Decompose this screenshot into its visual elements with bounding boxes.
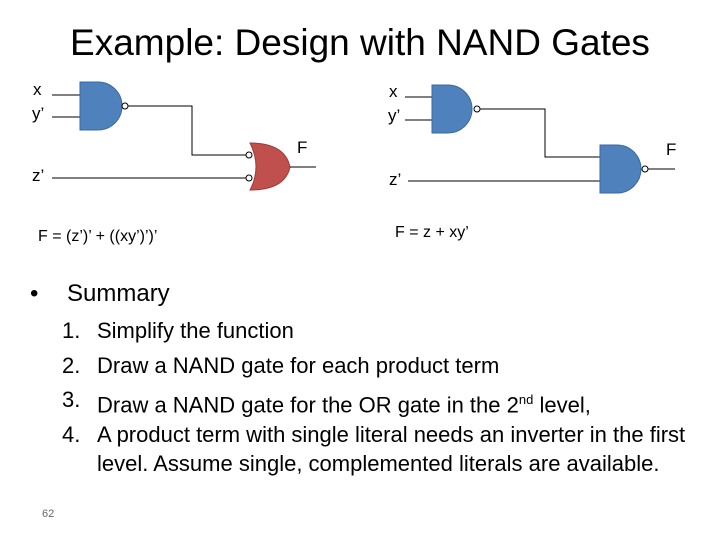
item-number: 4. (62, 422, 81, 447)
nand-gate-left (79, 81, 123, 131)
nand-gate-first-level (431, 84, 473, 134)
input-label-z: z’ (389, 170, 402, 189)
or-gate-inverted-inputs (249, 142, 291, 191)
equation-right: F = z + xy’ (395, 224, 469, 241)
input-label-y: y’ (388, 106, 401, 125)
wire-nand-to-nand (480, 108, 600, 158)
equation-left: F = (z’)’ + ((xy’)’)’ (38, 228, 158, 245)
summary-heading: Summary (67, 280, 170, 307)
item-text: Draw a NAND gate for the OR gate in the … (97, 385, 697, 419)
inversion-bubble (245, 174, 253, 182)
wire-nand-to-or (128, 105, 246, 156)
inversion-bubble (121, 102, 129, 110)
item-text: Simplify the function (97, 318, 294, 343)
page-number: 62 (42, 508, 55, 520)
input-label-x: x (33, 80, 42, 99)
superscript: nd (518, 392, 534, 407)
input-label-x: x (389, 82, 398, 101)
input-label-y: y’ (32, 104, 45, 123)
input-label-z: z’ (32, 166, 45, 185)
right-circuit (405, 84, 675, 194)
bullet: • (30, 280, 39, 307)
item-text: A product term with single literal needs… (97, 422, 686, 476)
item-text: Draw a NAND gate for each product term (97, 353, 500, 378)
item-number: 2. (62, 353, 81, 378)
output-label-f: F (666, 140, 677, 159)
slide-title: Example: Design with NAND Gates (70, 22, 650, 63)
item-text-part: Draw a NAND gate for the OR gate in the … (97, 392, 519, 418)
item-number: 1. (62, 318, 81, 343)
inversion-bubble (473, 105, 481, 113)
left-circuit (52, 81, 316, 191)
nand-gate-second-level (599, 144, 642, 194)
inversion-bubble (245, 151, 253, 159)
inversion-bubble (641, 165, 649, 173)
item-text-part: level, (533, 392, 591, 418)
output-label-f: F (297, 138, 308, 157)
item-number: 3. (62, 387, 81, 412)
